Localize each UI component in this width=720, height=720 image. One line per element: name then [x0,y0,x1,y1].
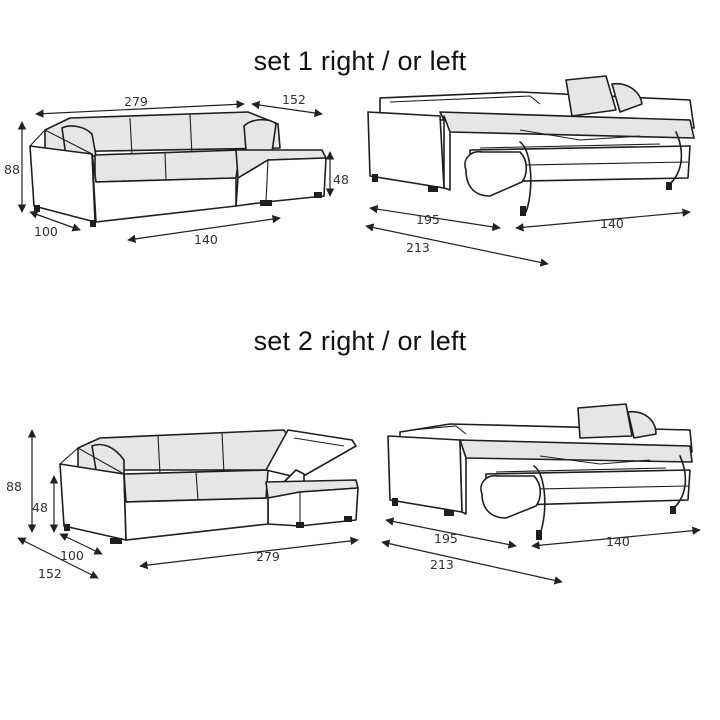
dim-213-label: 213 [406,240,430,255]
dim-100-label: 100 [34,224,58,239]
dim-line-279 [139,536,359,570]
dim-140-label: 140 [600,216,624,231]
dim-88-label: 88 [4,162,20,177]
set2-bed-dimensions: 195 213 140 [381,517,701,585]
dim-195-label: 195 [434,531,458,546]
set1-sofa-dimensions: 279 152 88 48 100 140 [4,92,349,247]
set1-bed-dimensions: 195 213 140 [365,204,691,267]
set2-sofa-dimensions: 88 48 100 152 279 [6,429,359,581]
dim-195-label: 195 [416,212,440,227]
dim-140-label: 140 [194,232,218,247]
dim-88-label: 88 [6,479,22,494]
set1-corner-sofa [29,111,327,227]
dim-152-label: 152 [38,566,62,581]
dim-line-152 [251,100,323,118]
set2-sofa-bed [387,403,693,540]
set-2-title: set 2 right / or left [253,326,467,356]
set1-sofa-bed [367,75,695,216]
dim-152-label: 152 [282,92,306,107]
dim-line-100 [29,210,81,232]
set-1-title: set 1 right / or left [253,46,467,76]
dim-line-140 [531,526,701,550]
dim-279-label: 279 [124,94,148,109]
dim-line-140 [515,208,691,232]
dim-140-label: 140 [606,534,630,549]
dim-line-279 [35,100,245,118]
set2-storage-corner-sofa [59,429,359,544]
dim-line-152 [17,537,99,579]
dim-48-label: 48 [333,172,349,187]
dim-line-213 [365,223,549,267]
dim-279-label: 279 [256,549,280,564]
dim-213-label: 213 [430,557,454,572]
dim-48-label: 48 [32,500,48,515]
dim-line-213 [381,539,563,585]
dim-line-140 [127,214,281,244]
